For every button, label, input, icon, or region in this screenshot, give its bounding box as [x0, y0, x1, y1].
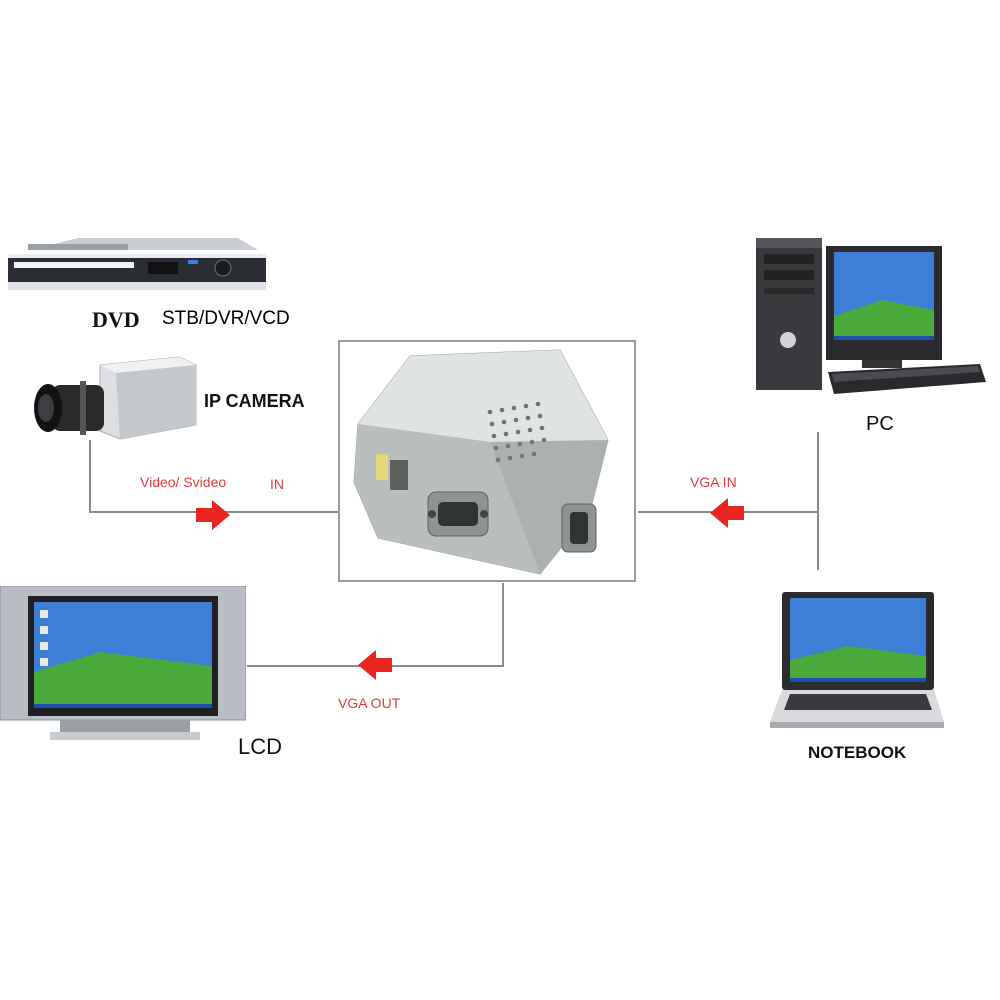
arrow-right-icon: [196, 500, 230, 530]
vga-out-label: VGA OUT: [338, 695, 400, 711]
pc-label: PC: [866, 413, 894, 436]
ip-camera-label: IP CAMERA: [204, 391, 305, 412]
converter-box-frame: [338, 340, 636, 582]
lcd-label: LCD: [238, 734, 282, 760]
lcd-tv-image: [0, 586, 246, 744]
notebook-label: NOTEBOOK: [808, 743, 906, 763]
notebook-image: [768, 590, 946, 736]
stb-label: STB/DVR/VCD: [162, 308, 290, 330]
vga-in-label: VGA IN: [690, 474, 737, 490]
arrow-left-icon: [358, 650, 392, 680]
vga-converter-image: [340, 342, 636, 582]
pc-image: [752, 236, 988, 402]
ip-camera-image: [30, 355, 198, 447]
video-in-label: Video/ Svideo: [140, 474, 226, 490]
dvd-player-image: [8, 236, 266, 292]
arrow-left-icon: [710, 498, 744, 528]
dvd-label: DVD: [92, 307, 140, 333]
in-label: IN: [270, 476, 284, 492]
